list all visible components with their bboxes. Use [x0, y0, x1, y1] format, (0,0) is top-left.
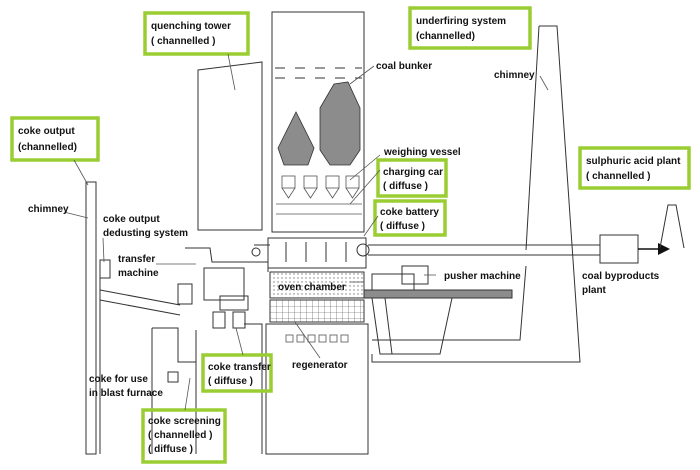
label-coal-byproducts-plant-line1: coal byproducts — [582, 271, 660, 282]
label-oven-chamber: oven chamber — [278, 282, 346, 293]
coal-bunker — [277, 81, 361, 166]
label-pusher-machine: pusher machine — [444, 271, 521, 282]
quenching-tower-box — [143, 11, 250, 56]
battery-base — [265, 323, 369, 455]
chimney-right-structure — [371, 25, 581, 363]
leader-lines — [63, 53, 549, 411]
coke-output-dedusting — [99, 259, 181, 454]
label-coke-battery: coke battery ( diffuse ) — [380, 207, 439, 232]
chimney-left-structure — [85, 181, 97, 455]
coke-battery-structure — [267, 237, 367, 269]
coke-battery-box — [373, 199, 447, 237]
label-coke-transfer-line2: ( diffuse ) — [208, 376, 253, 387]
label-sulphuric-acid-plant-line1: sulphuric acid plant — [586, 156, 681, 167]
label-coal-bunker: coal bunker — [376, 61, 432, 72]
label-coal-byproducts-plant-line2: plant — [582, 285, 607, 296]
coke-screening-box — [141, 408, 227, 464]
transfer-machine-structure — [151, 247, 269, 454]
regenerator — [269, 299, 365, 343]
coke-transfer-box — [201, 353, 273, 393]
label-sulphuric-acid-plant-line2: ( channelled ) — [586, 171, 650, 182]
label-quenching-tower: quenching tower ( channelled ) — [151, 21, 231, 47]
label-regenerator: regenerator — [292, 360, 348, 371]
gas-main-pipe — [251, 243, 600, 257]
label-quenching-tower-line1: quenching tower — [151, 21, 231, 32]
label-weighing-vessel: weighing vessel — [383, 147, 461, 158]
label-underfiring-system-line1: underfiring system — [416, 16, 506, 27]
label-coal-byproducts-plant: coal byproducts plant — [582, 271, 660, 296]
oven-chamber — [269, 271, 365, 299]
underfiring-system-box — [408, 6, 532, 50]
label-coke-transfer: coke transfer ( diffuse ) — [208, 362, 271, 387]
label-coke-battery-line2: ( diffuse ) — [380, 221, 425, 232]
label-coke-for-use-line2: in blast furnace — [89, 388, 163, 399]
label-quenching-tower-line2: ( channelled ) — [151, 36, 215, 47]
label-coke-screening-line1: coke screening — [148, 416, 221, 427]
quenching-tower — [197, 61, 263, 231]
label-underfiring-system-line2: (channelled) — [416, 31, 475, 42]
label-charging-car-line2: ( diffuse ) — [383, 181, 428, 192]
highlight-boxes — [10, 6, 691, 464]
coke-output-box — [10, 116, 100, 162]
coal-tower — [271, 11, 365, 233]
sulphuric-acid-plant-box — [578, 146, 691, 190]
label-underfiring-system: underfiring system (channelled) — [416, 16, 506, 42]
weighing-vessels — [276, 175, 362, 215]
label-sulphuric-acid-plant: sulphuric acid plant ( channelled ) — [586, 156, 681, 182]
charging-car-box — [376, 158, 448, 198]
label-coke-battery-line1: coke battery — [380, 207, 439, 218]
label-coke-screening-line3: ( diffuse ) — [148, 444, 193, 455]
label-coke-output: coke output (channelled) — [18, 126, 77, 153]
label-coke-transfer-line1: coke transfer — [208, 362, 271, 373]
coal-byproducts-plant-box — [599, 234, 670, 264]
label-coke-screening: coke screening ( channelled ) ( diffuse … — [148, 416, 221, 455]
label-coke-for-use: coke for use in blast furnace — [89, 374, 163, 399]
label-chimney-left: chimney — [28, 204, 69, 215]
label-coke-output-dedusting-line1: coke output — [103, 214, 160, 225]
label-coke-screening-line2: ( channelled ) — [148, 430, 212, 441]
label-charging-car-line1: charging car — [383, 167, 443, 178]
label-transfer-machine-line2: machine — [118, 268, 159, 279]
label-coke-for-use-line1: coke for use — [89, 374, 148, 385]
label-chimney-right: chimney — [494, 70, 535, 81]
label-coke-output-line1: coke output — [18, 126, 75, 137]
label-transfer-machine-line1: transfer — [118, 254, 155, 265]
label-coke-output-dedusting-line2: dedusting system — [103, 228, 188, 239]
pusher-machine — [363, 265, 513, 355]
label-coke-output-dedusting: coke output dedusting system — [103, 214, 188, 239]
label-charging-car: charging car ( diffuse ) — [383, 167, 443, 192]
sulphuric-acid-plant-stack — [659, 204, 685, 249]
label-transfer-machine: transfer machine — [118, 254, 159, 279]
label-coke-output-line2: (channelled) — [18, 142, 77, 153]
